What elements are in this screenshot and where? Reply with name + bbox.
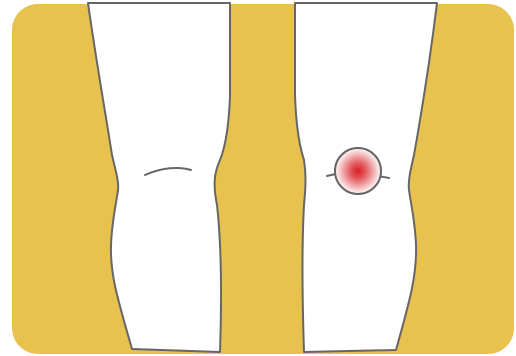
knee-pain-marker-icon	[335, 148, 381, 194]
background-panel	[12, 4, 514, 354]
